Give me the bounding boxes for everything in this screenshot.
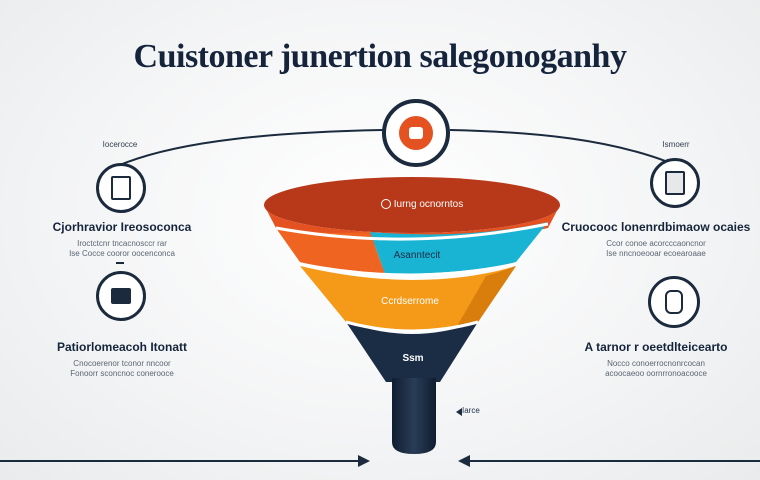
right-block-1-line-1: Ccor conoe acorcccaoncnor	[606, 239, 706, 248]
left-block-2-line-1: Cnocoerenor tconor nncoor	[73, 359, 171, 368]
document-icon	[111, 176, 131, 200]
stage-1-badge-icon	[380, 199, 391, 210]
left-tag-1: Iocerocce	[102, 140, 138, 149]
left-block-1: Cjorhravior Ireosoconca Iroctctcnr tncac…	[22, 220, 222, 259]
stem-pointer-icon	[456, 408, 462, 416]
right-tag-1: Ismoerr	[662, 140, 690, 149]
top-icon-circle	[382, 99, 450, 167]
right-icon-circle-1	[650, 158, 700, 208]
left-icon-circle-2	[96, 271, 146, 321]
connector-right	[449, 129, 669, 163]
left-tag-2-icon	[116, 262, 124, 272]
funnel-stage-3-label: Ccrdserrome	[381, 296, 439, 307]
connector-left	[119, 129, 386, 166]
right-icon-circle-2	[648, 276, 700, 328]
funnel-stage-3-shade	[456, 266, 516, 328]
right-block-2-line-1: Nocco conoerrocnonrcocan	[607, 359, 705, 368]
left-block-1-heading: Cjorhravior Ireosoconca	[52, 220, 192, 234]
right-block-1-line-2: Ise nncnoeooar ecoearoaae	[606, 249, 706, 258]
left-icon-circle-1	[96, 163, 146, 213]
right-block-2-heading: A tarnor r oeetdlteicearto	[584, 340, 728, 354]
left-block-2-line-2: Fonoorr sconcnoc conerooce	[70, 369, 174, 378]
funnel-stage-3	[300, 266, 516, 332]
funnel-stage-4	[346, 322, 478, 382]
left-block-1-line-2: Ise Cocce cooror oocenconca	[69, 249, 175, 258]
customer-bag-icon	[399, 116, 433, 150]
left-block-2-heading: Patiorlomeacoh Itonatt	[56, 340, 187, 354]
right-block-1-heading: Cruocooc lonenrdbimaow ocaies	[561, 220, 751, 234]
funnel-stem-label: Iarce	[462, 406, 480, 415]
page-title: Cuistoner junertion salegonoganhy	[133, 38, 627, 75]
bottom-arrow-right-head	[458, 455, 470, 467]
funnel-divider-3	[345, 320, 479, 333]
funnel-stage-1-label: Iurng ocnorntos	[372, 199, 472, 210]
bottom-arrow-left-head	[358, 455, 370, 467]
box-icon	[111, 288, 131, 304]
right-block-1: Cruocooc lonenrdbimaow ocaies Ccor conoe…	[556, 220, 756, 259]
funnel-rim-back	[264, 177, 560, 233]
funnel-divider-2	[299, 262, 517, 277]
left-block-2: Patiorlomeacoh Itonatt Cnocoerenor tcono…	[22, 340, 222, 379]
right-block-2-line-2: acoocaeoo oornrronoacooce	[605, 369, 707, 378]
funnel-stage-4-label: Ssm	[402, 353, 424, 364]
funnel-stage-2-label: Asanntecit	[393, 250, 441, 261]
bag-icon	[665, 290, 683, 314]
right-block-2: A tarnor r oeetdlteicearto Nocco conoerr…	[556, 340, 756, 379]
funnel-divider-1	[275, 222, 549, 241]
funnel-stem	[392, 378, 436, 454]
funnel-stage-2-shade	[276, 228, 385, 274]
clipboard-icon	[665, 171, 685, 195]
funnel-stage-2	[370, 222, 548, 274]
left-block-1-line-1: Iroctctcnr tncacnosccr rar	[77, 239, 167, 248]
